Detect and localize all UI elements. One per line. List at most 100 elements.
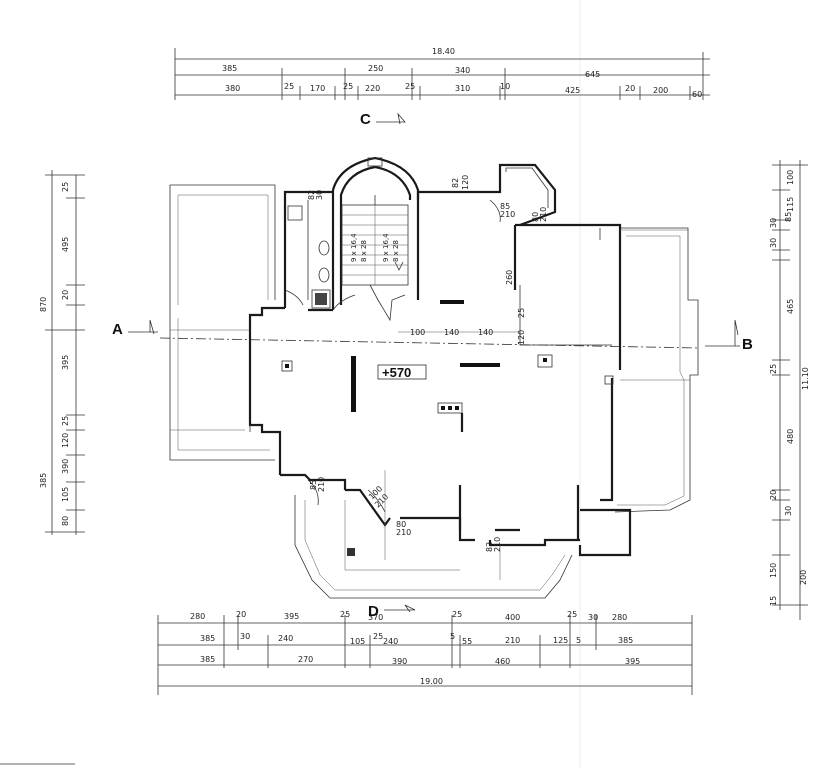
stair-run-label: 9 x 16,4 <box>350 233 358 262</box>
top-dim: 170 <box>310 84 325 93</box>
section-label-a: A <box>112 321 123 338</box>
right-dim: 30 <box>784 506 793 516</box>
right-dim: 15 <box>769 596 778 606</box>
door-dim: 120 <box>461 175 470 190</box>
bottom-dim: 390 <box>392 657 407 666</box>
top-dim: 60 <box>692 90 702 99</box>
right-dimension-chain: 100 115 30 85 30 465 25 480 20 30 150 20… <box>769 160 810 620</box>
top-dim: 20 <box>625 84 635 93</box>
bottom-dim: 55 <box>462 637 472 646</box>
top-dim: 340 <box>455 66 470 75</box>
section-marker-a: A <box>112 319 158 338</box>
bottom-dim: 210 <box>505 636 520 645</box>
floor-level-label: +570 <box>382 365 411 380</box>
wc-dim: 82 <box>307 190 316 200</box>
section-label-c: C <box>360 111 371 128</box>
bottom-dim: 385 <box>618 636 633 645</box>
door-dim: 210 <box>500 210 515 219</box>
right-dim: 200 <box>799 570 808 585</box>
left-dim-outer: 870 <box>39 297 48 312</box>
terrace-outlines <box>169 184 699 599</box>
top-dim-total: 18.40 <box>432 47 455 56</box>
staircase: 9 x 16,4 8 x 28 9 x 16,4 8 x 28 <box>341 195 409 322</box>
right-dim: 25 <box>769 364 778 374</box>
bottom-dim: 25 <box>340 610 350 619</box>
door-dim: 80 <box>531 212 540 222</box>
left-dim: 390 <box>61 459 70 474</box>
left-dim: 495 <box>61 237 70 252</box>
bottom-dim: 240 <box>278 634 293 643</box>
top-dim: 25 <box>284 82 294 91</box>
wc-dim: 30 <box>315 190 324 200</box>
right-dim: 30 <box>769 238 778 248</box>
bottom-dim: 5 <box>576 636 581 645</box>
top-dim: 200 <box>653 86 668 95</box>
bottom-dim: 400 <box>505 613 520 622</box>
bottom-dim: 385 <box>200 655 215 664</box>
top-dim: 10 <box>500 82 510 91</box>
left-dim-outer: 385 <box>39 473 48 488</box>
bottom-dim: 5 <box>450 632 455 641</box>
left-dim: 120 <box>61 433 70 448</box>
door-dim: 210 <box>396 528 411 537</box>
bottom-dim: 30 <box>588 613 598 622</box>
wall-dim: 260 <box>505 270 514 285</box>
bottom-dimension-chain: 280 20 395 25 370 25 400 25 30 280 385 3… <box>157 610 693 695</box>
bottom-dim: 280 <box>190 612 205 621</box>
right-dim: 465 <box>786 299 795 314</box>
wall-dim: 25 <box>517 308 526 318</box>
door-dim: 80 <box>396 520 406 529</box>
door-dim: 82 <box>485 542 494 552</box>
right-dim: 480 <box>786 429 795 444</box>
top-dim: 220 <box>365 84 380 93</box>
level-mark: +570 <box>377 364 427 380</box>
bottom-dim: 20 <box>236 610 246 619</box>
doors <box>307 199 501 580</box>
left-dim: 25 <box>61 416 70 426</box>
bottom-dim: 105 <box>350 637 365 646</box>
bottom-dim: 25 <box>373 632 383 641</box>
door-dim: 85 <box>309 480 318 490</box>
bottom-dim: 270 <box>298 655 313 664</box>
bottom-dim: 240 <box>383 637 398 646</box>
stair-run-label: 9 x 16,4 <box>382 233 390 262</box>
section-marker-b: B <box>705 319 753 353</box>
bottom-dim: 395 <box>284 612 299 621</box>
bottom-dim: 30 <box>240 632 250 641</box>
hall-dim: 140 <box>444 328 459 337</box>
right-dim: 20 <box>769 490 778 500</box>
stair-tread-label: 8 x 28 <box>392 240 400 262</box>
bottom-dim: 280 <box>612 613 627 622</box>
bottom-dim: 125 <box>553 636 568 645</box>
bottom-dim: 25 <box>567 610 577 619</box>
bidet <box>318 267 330 283</box>
left-dim: 25 <box>61 182 70 192</box>
right-dim: 30 <box>769 218 778 228</box>
bottom-dim: 395 <box>625 657 640 666</box>
top-dim: 380 <box>225 84 240 93</box>
door-dim: 210 <box>539 207 548 222</box>
shower-tray <box>287 205 303 221</box>
bottom-dim: 385 <box>200 634 215 643</box>
washbasin <box>311 289 331 309</box>
bottom-dim: 25 <box>452 610 462 619</box>
section-marker-c: C <box>360 111 406 128</box>
top-dim: 310 <box>455 84 470 93</box>
top-dimension-chain: 18.40 385 250 340 645 380 25 170 25 220 … <box>174 47 710 100</box>
wall-dim: 120 <box>517 330 526 345</box>
top-dim: 385 <box>222 64 237 73</box>
door-dim: 210 <box>493 537 502 552</box>
door-dim: 82 <box>451 178 460 188</box>
bottom-dim: 460 <box>495 657 510 666</box>
top-dim: 250 <box>368 64 383 73</box>
section-marker-d: D <box>368 603 416 620</box>
right-dim: 150 <box>769 563 778 578</box>
left-dim: 105 <box>61 487 70 502</box>
top-dim: 25 <box>343 82 353 91</box>
interior-marks <box>281 300 614 556</box>
toilet <box>318 240 330 256</box>
door-dim: 210 <box>317 477 326 492</box>
interior-dimensions: 100 140 140 82 30 82 120 85 210 80 210 2… <box>307 175 548 552</box>
top-dim: 25 <box>405 82 415 91</box>
